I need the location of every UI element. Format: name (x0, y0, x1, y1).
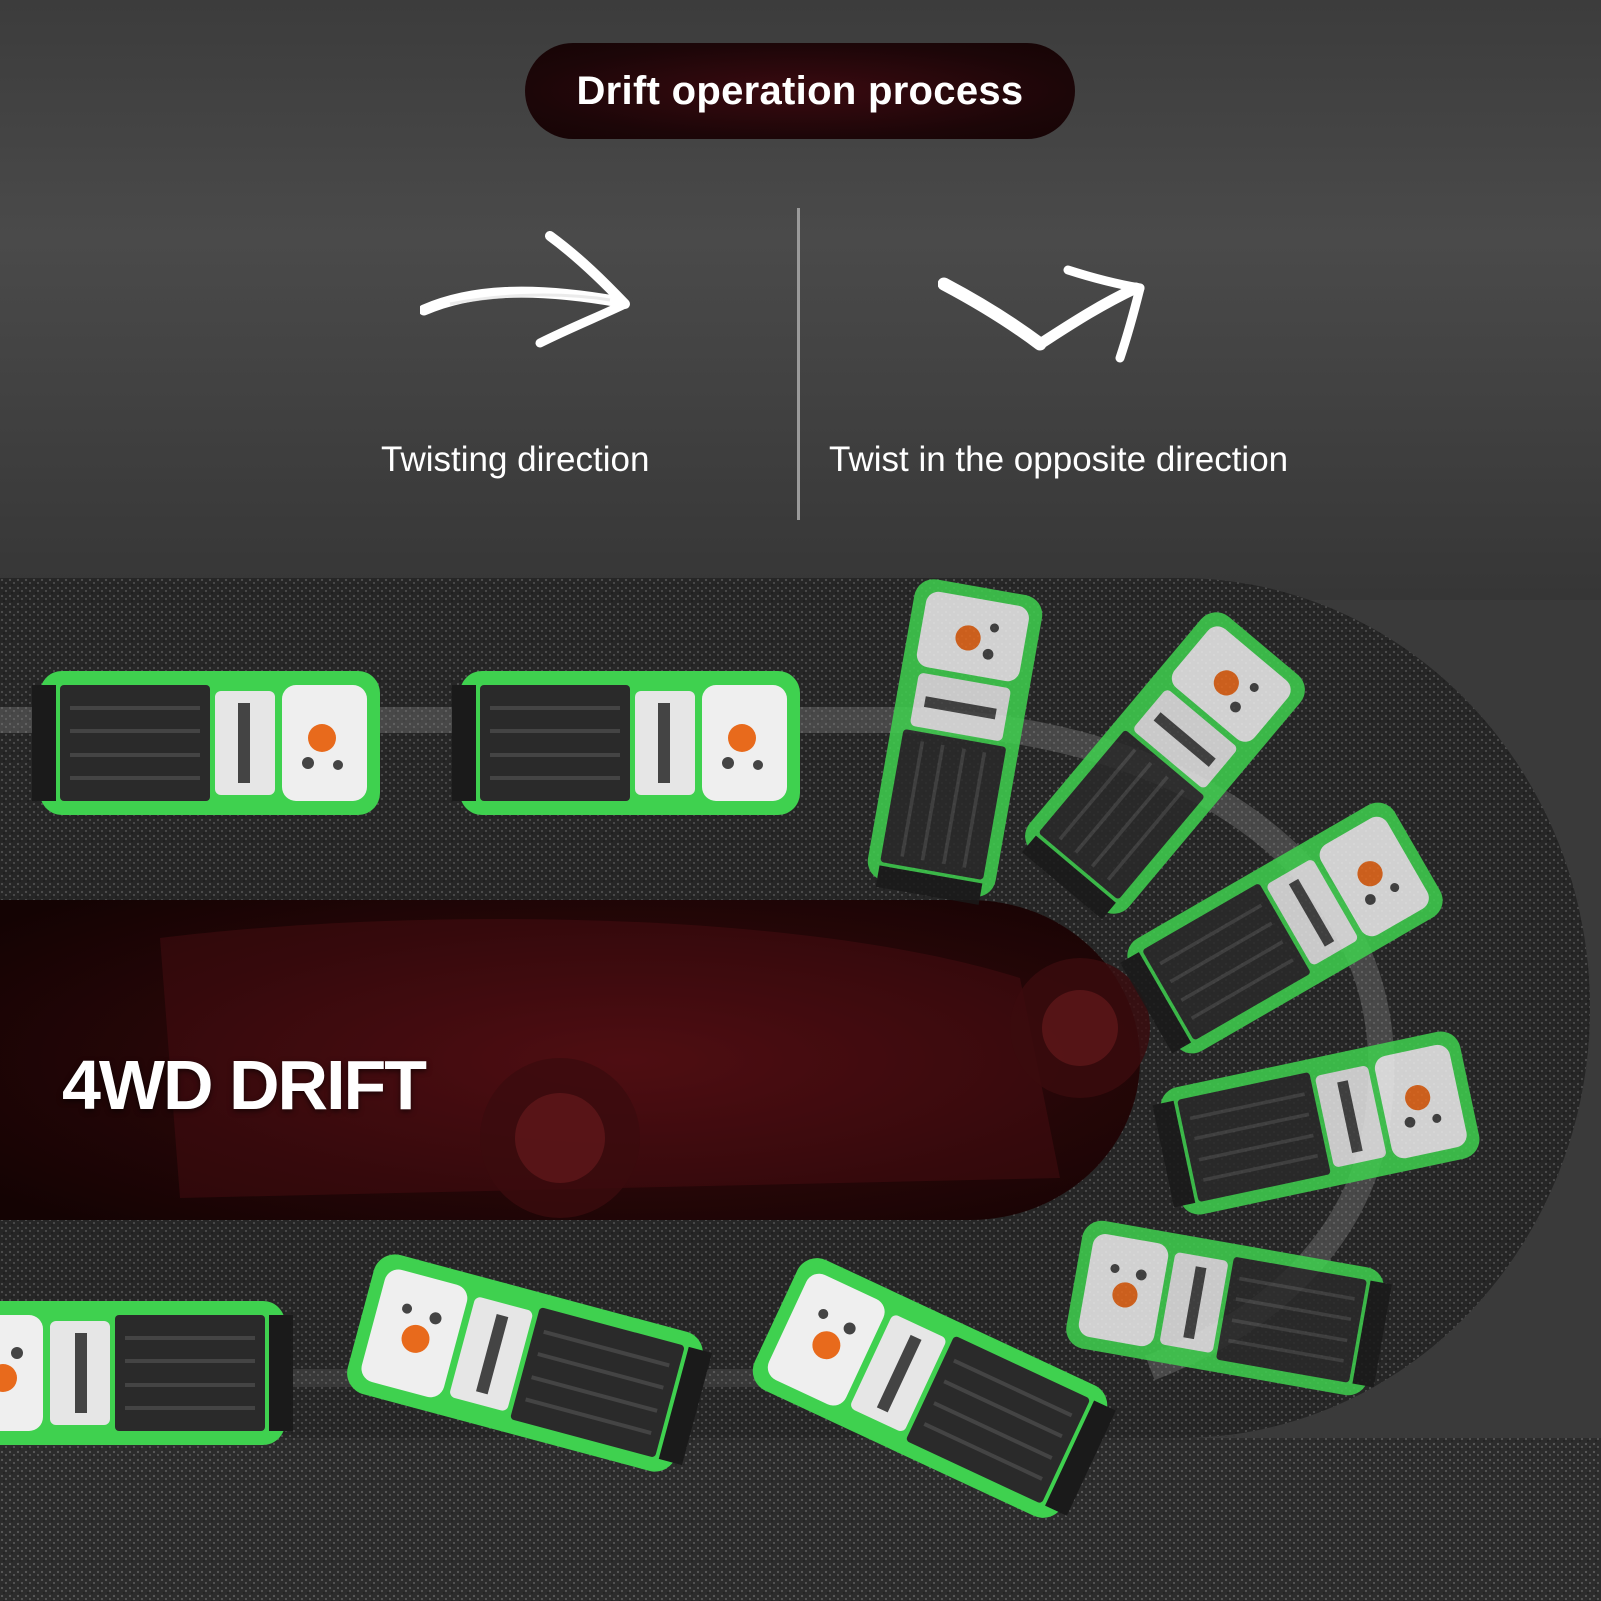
page-title: Drift operation process (576, 68, 1024, 113)
curved-arrow-right-icon (420, 231, 630, 348)
step-divider (797, 208, 800, 520)
step-label-twisting: Twisting direction (381, 440, 650, 479)
step-label-opposite: Twist in the opposite direction (829, 440, 1289, 479)
title-pill: Drift operation process (525, 43, 1075, 139)
drift-track-illustration (0, 578, 1601, 1601)
banner-title: 4WD DRIFT (62, 1046, 427, 1124)
zigzag-arrow-up-right-icon (938, 265, 1145, 363)
